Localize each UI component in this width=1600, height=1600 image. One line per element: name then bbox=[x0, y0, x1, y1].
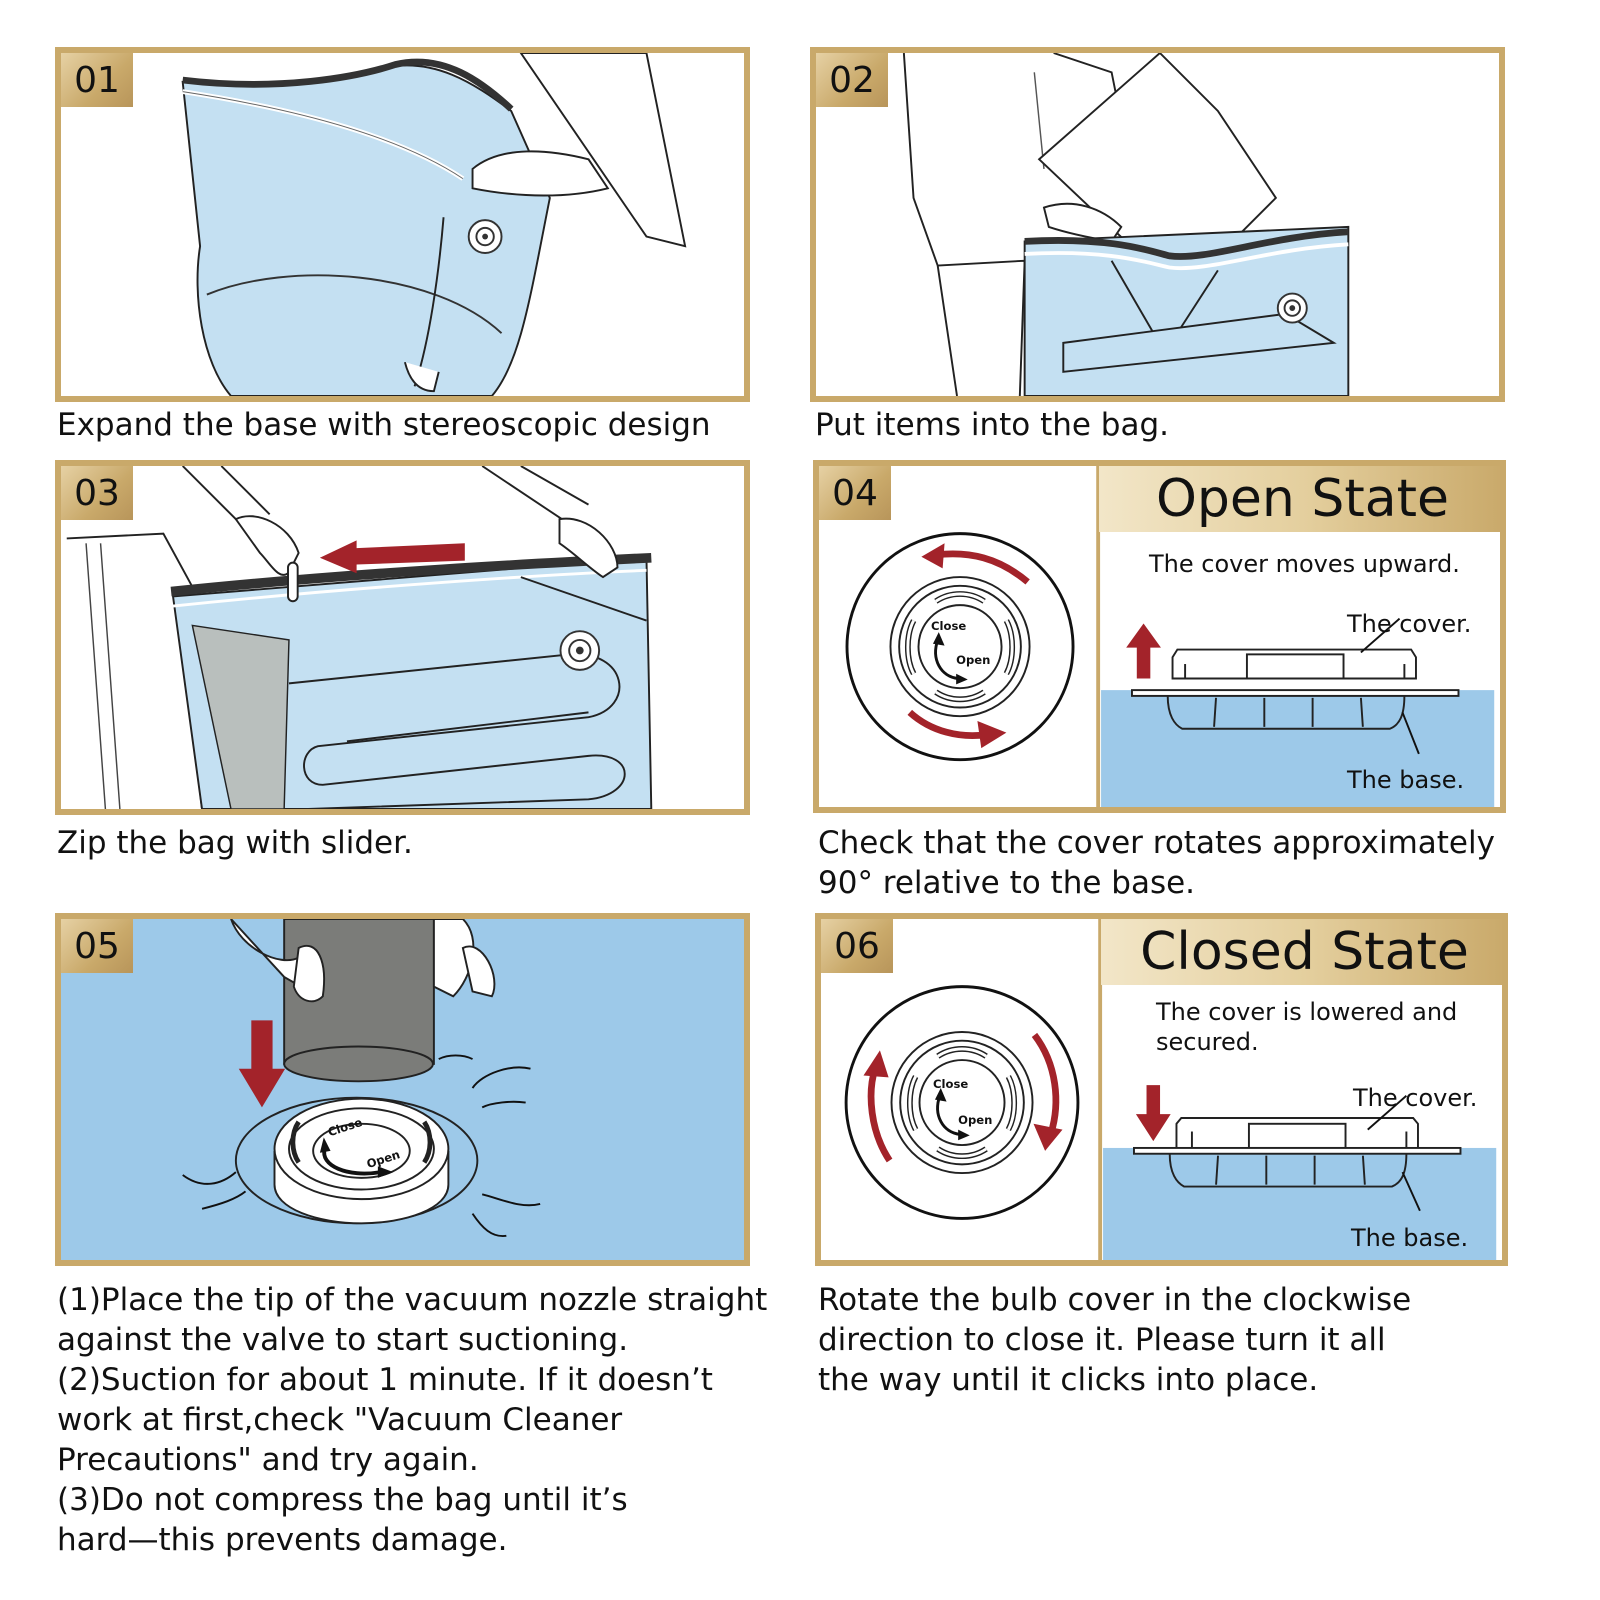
valve-icon bbox=[467, 219, 503, 254]
step-01-caption: Expand the base with stereoscopic design bbox=[57, 407, 711, 443]
valve-icon bbox=[559, 630, 601, 671]
valve-close-label: Close bbox=[933, 1077, 968, 1091]
step-02-panel: 02 bbox=[810, 47, 1505, 402]
valve-icon: Close Open bbox=[890, 1031, 1034, 1175]
expand-bag-illustration bbox=[181, 53, 687, 396]
valve-open-label: Open bbox=[956, 653, 990, 667]
rotate-arrows-icon bbox=[863, 1032, 1063, 1163]
arrow-left-icon bbox=[319, 540, 465, 574]
valve-close-label: Close bbox=[931, 619, 966, 633]
step-number: 04 bbox=[819, 466, 891, 520]
vacuum-suction-illustration: Close Open bbox=[182, 919, 541, 1238]
valve-icon: Close Open bbox=[889, 576, 1031, 718]
step-06-panel: 06 Close Open bbox=[815, 913, 1508, 1266]
step-number: 06 bbox=[821, 919, 893, 973]
step-06-caption: Rotate the bulb cover in the clockwise d… bbox=[818, 1282, 1412, 1398]
valve-open-label: Open bbox=[958, 1113, 992, 1127]
closed-state-illustration: Close Open bbox=[844, 919, 1497, 1260]
step-05-panel: 05 Close Open bbox=[55, 913, 750, 1266]
step-04-caption: Check that the cover rotates approximate… bbox=[818, 825, 1495, 901]
step-number: 03 bbox=[61, 466, 133, 520]
open-state-description: The cover moves upward. bbox=[1149, 550, 1460, 578]
insert-items-illustration bbox=[902, 53, 1350, 396]
step-01-panel: 01 bbox=[55, 47, 750, 402]
arrow-down-icon bbox=[238, 1020, 286, 1108]
closed-state-description: The cover is lowered and secured. bbox=[1156, 998, 1458, 1056]
zip-bag-illustration bbox=[66, 466, 653, 809]
step-03-panel: 03 bbox=[55, 460, 750, 815]
step-number: 01 bbox=[61, 53, 133, 107]
step-02-caption: Put items into the bag. bbox=[815, 407, 1170, 443]
step-05-caption: (1)Place the tip of the vacuum nozzle st… bbox=[57, 1282, 768, 1558]
step-number: 02 bbox=[816, 53, 888, 107]
cover-label: The cover. bbox=[1347, 610, 1472, 638]
base-label: The base. bbox=[1351, 1224, 1469, 1252]
step-number: 05 bbox=[61, 919, 133, 973]
open-state-title: Open State bbox=[1099, 466, 1500, 532]
valve-icon bbox=[1276, 292, 1308, 324]
open-state-illustration: Close Open bbox=[845, 466, 1495, 807]
arrow-up-icon bbox=[1126, 623, 1161, 679]
closed-state-title: Closed State bbox=[1101, 919, 1502, 985]
cover-label: The cover. bbox=[1353, 1084, 1478, 1112]
step-04-panel: 04 Close Open bbox=[813, 460, 1506, 813]
rotate-arrows-icon bbox=[907, 543, 1030, 749]
step-03-caption: Zip the bag with slider. bbox=[57, 825, 413, 861]
base-label: The base. bbox=[1347, 766, 1465, 794]
arrow-down-icon bbox=[1135, 1085, 1171, 1142]
valve-icon: Close Open bbox=[273, 1097, 450, 1225]
